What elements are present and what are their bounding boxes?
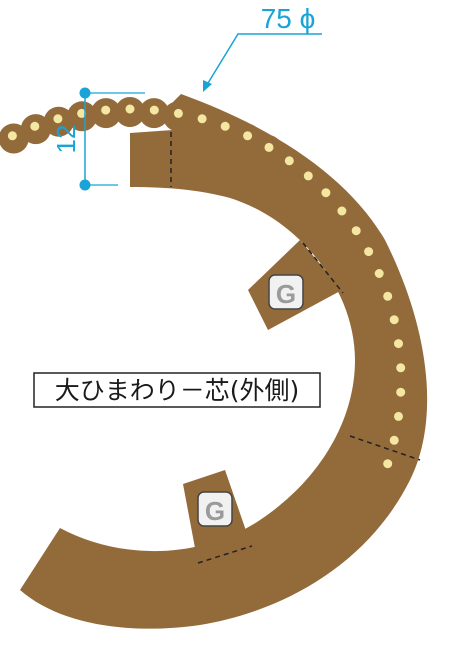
height-dimension xyxy=(79,87,145,191)
seed-dot xyxy=(337,206,347,216)
seed-dot xyxy=(303,171,313,181)
part-label: 大ひまわり－芯(外側) xyxy=(55,376,300,405)
fold-line-lower-tab xyxy=(197,545,253,564)
seed-dot xyxy=(396,387,406,397)
seed-dot xyxy=(351,226,361,236)
dimension-arrow xyxy=(203,80,212,92)
fold-lines xyxy=(170,132,421,564)
leader-line xyxy=(204,33,322,89)
seed-dots xyxy=(7,104,406,469)
glue-mark-icon xyxy=(197,491,233,527)
seed-dot xyxy=(394,411,403,421)
seed-dot xyxy=(53,114,63,124)
glue-mark-upper: G xyxy=(268,274,304,310)
glue-mark-text: G xyxy=(205,496,225,526)
seed-dot xyxy=(30,121,40,131)
seed-dot xyxy=(173,108,183,118)
seed-dot xyxy=(243,131,253,141)
glue-mark-icon xyxy=(268,274,304,310)
dimension-endpoint-bottom xyxy=(79,179,91,191)
seed-dot xyxy=(7,131,17,141)
seed-dot xyxy=(77,108,87,118)
seed-dot xyxy=(197,114,207,124)
diameter-leader xyxy=(204,33,322,89)
seed-dot xyxy=(383,459,393,469)
seed-dot xyxy=(125,104,135,114)
glue-mark-text: G xyxy=(276,279,296,309)
seed-dot xyxy=(396,363,406,373)
seed-dot xyxy=(364,247,374,257)
diameter-label: 75 ϕ xyxy=(261,3,316,34)
seed-dot xyxy=(321,188,331,198)
seed-dot xyxy=(101,105,111,115)
seed-dot xyxy=(394,339,403,349)
seed-dot xyxy=(374,269,384,278)
seed-dot xyxy=(220,121,230,131)
seed-dot xyxy=(149,105,159,115)
seed-dot xyxy=(284,156,294,166)
dimension-endpoint-top xyxy=(79,87,91,99)
fold-line-upper-tab xyxy=(302,242,344,294)
seed-dot xyxy=(389,435,399,445)
glue-mark-lower: G xyxy=(197,491,233,527)
height-label: 12 xyxy=(51,125,81,154)
fold-line-right xyxy=(349,435,421,461)
seed-dot xyxy=(264,142,274,152)
part-label-box xyxy=(33,372,321,408)
seed-dot xyxy=(383,291,393,301)
seed-dot xyxy=(389,315,399,325)
core-strip xyxy=(20,94,428,629)
